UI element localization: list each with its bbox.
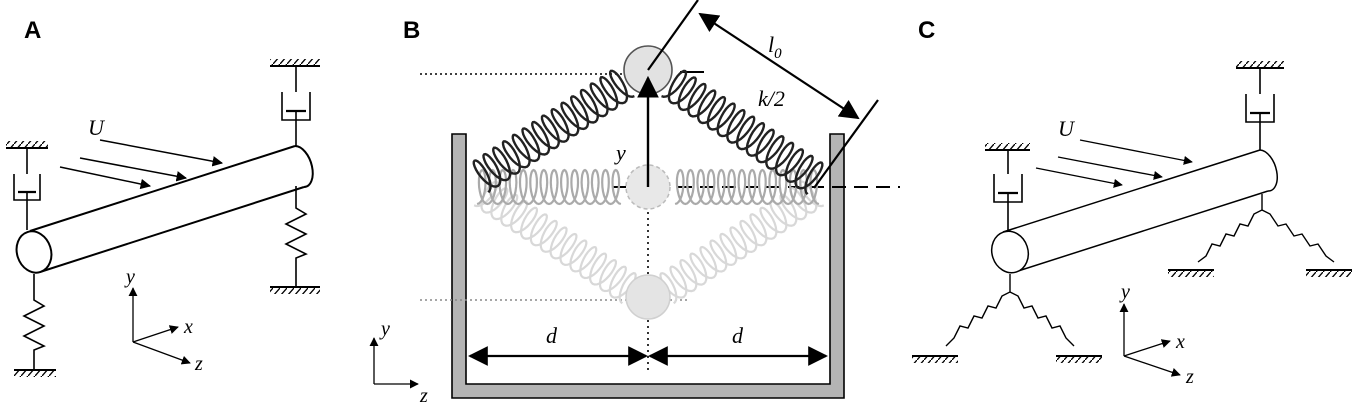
- panel-a-left-damper: [6, 141, 48, 230]
- panel-b-width-right-label: d: [732, 323, 744, 348]
- panel-c-axis-x: x: [1175, 331, 1185, 353]
- panel-b-displacement-label: y: [614, 140, 626, 165]
- panel-a-axes: [128, 287, 191, 365]
- panel-c-axes: [1119, 303, 1181, 377]
- panel-b: B y l0 k/2: [369, 0, 900, 407]
- panel-a: A: [6, 17, 320, 377]
- spring-neutral-right: [674, 168, 820, 206]
- panel-b-mass-lower: [625, 274, 671, 320]
- panel-a-left-spring: [14, 274, 56, 377]
- panel-c-cylinder: [990, 149, 1278, 274]
- panel-b-rest-length-label: l0: [768, 32, 782, 62]
- panel-a-label: A: [24, 17, 41, 44]
- panel-b-axes: [369, 337, 419, 389]
- spring-lower-left: [473, 180, 637, 305]
- panel-c-axis-z: z: [1185, 366, 1194, 388]
- panel-b-label: B: [403, 17, 420, 44]
- panel-c-right-damper: [1236, 61, 1284, 150]
- spring-upper-left: [472, 69, 635, 194]
- panel-b-stiffness-label: k/2: [758, 86, 785, 111]
- panel-a-flow-label: U: [88, 115, 106, 140]
- panel-b-container: [451, 133, 845, 399]
- panel-b-axis-z: z: [419, 385, 428, 407]
- spring-upper-right: [661, 69, 824, 195]
- panel-c-label: C: [918, 17, 935, 44]
- panel-a-axis-z: z: [194, 353, 203, 375]
- panel-c-right-springs: [1168, 194, 1352, 277]
- panel-b-width-left-label: d: [546, 323, 558, 348]
- panel-a-right-spring: [270, 186, 320, 294]
- panel-a-cylinder: [15, 144, 314, 274]
- panel-c-flow-label: U: [1058, 116, 1076, 141]
- panel-c: C: [912, 17, 1352, 388]
- panel-b-springs-neutral: [476, 168, 820, 206]
- panel-b-reference-lines: [420, 71, 900, 372]
- panel-b-axis-y: y: [379, 318, 390, 340]
- panel-c-flow-arrows: [1035, 139, 1193, 188]
- panel-b-rest-length: [647, 0, 879, 189]
- panel-c-left-damper: [985, 143, 1030, 232]
- spring-neutral-left: [476, 168, 622, 206]
- panel-a-flow-arrows: [59, 139, 224, 190]
- panel-c-axis-y: y: [1119, 281, 1130, 303]
- panel-c-left-springs: [912, 274, 1102, 363]
- panel-a-axis-y: y: [124, 266, 135, 288]
- panel-a-axis-x: x: [183, 316, 193, 338]
- panel-a-right-damper: [270, 59, 320, 146]
